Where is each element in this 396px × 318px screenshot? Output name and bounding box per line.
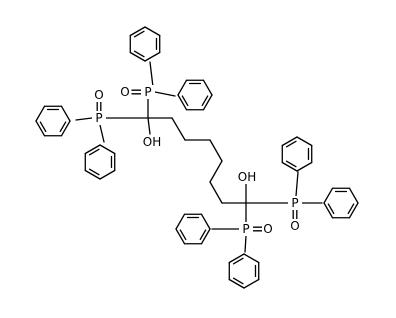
ring-bond xyxy=(243,278,260,289)
ring-double-bond xyxy=(88,168,100,176)
ring-double-bond xyxy=(179,229,187,241)
ring-bond xyxy=(281,161,298,172)
label-backdrop xyxy=(239,222,253,236)
ring-bond xyxy=(200,213,211,230)
ring-double-bond xyxy=(347,203,355,215)
label-backdrop xyxy=(262,222,274,236)
phosphorus-phenyl-bond xyxy=(244,235,247,253)
hydroxyl-group-2: OH xyxy=(238,170,256,184)
oxygen-atom-4: O xyxy=(263,222,272,236)
ring-bond xyxy=(175,228,186,245)
phenyl-ring xyxy=(323,187,359,219)
ring-bond xyxy=(177,79,188,96)
ring-double-bond xyxy=(232,257,244,265)
ring-bond xyxy=(144,51,161,62)
phosphorus-atom-4: P xyxy=(242,222,249,236)
phosphorus-phenyl-bond xyxy=(149,61,154,88)
label-backdrop xyxy=(288,196,302,210)
ring-double-bond xyxy=(88,148,100,156)
ring-double-bond xyxy=(181,95,189,107)
phenyl-ring xyxy=(177,79,213,111)
ring-bond xyxy=(35,105,46,122)
atom-label-layer: P O P O OH OH P O P O xyxy=(92,85,302,236)
ring-bond xyxy=(228,253,245,264)
ring-bond xyxy=(323,187,334,204)
ring-bond xyxy=(296,161,313,172)
ring-bond xyxy=(177,94,188,111)
label-backdrop xyxy=(93,88,105,102)
ring-double-bond xyxy=(327,203,335,215)
carbon-hydroxyl-bond xyxy=(147,117,151,135)
ring-bond xyxy=(228,278,245,289)
ring-double-bond xyxy=(59,121,67,133)
ring-bond xyxy=(129,51,146,62)
ring-double-bond xyxy=(39,121,47,133)
ring-double-bond xyxy=(201,95,209,107)
ring-bond xyxy=(323,202,334,219)
ring-double-bond xyxy=(285,140,297,148)
ring-bond xyxy=(99,144,116,155)
chain-bond xyxy=(171,117,186,141)
ring-bond xyxy=(202,79,213,96)
ring-bond xyxy=(243,253,260,264)
ring-bond xyxy=(60,120,71,137)
ring-bond xyxy=(60,105,71,122)
oxygen-atom-1: O xyxy=(120,85,129,99)
ring-double-bond xyxy=(232,277,244,285)
ring-bond xyxy=(348,187,359,204)
ring-bond xyxy=(348,202,359,219)
ring-bond xyxy=(99,169,116,180)
label-backdrop xyxy=(119,85,131,99)
phenyl-ring xyxy=(129,26,161,62)
ring-double-bond xyxy=(133,50,145,58)
phosphorus-phenyl-bond xyxy=(295,171,299,197)
phosphorus-phenyl-bond xyxy=(75,117,93,121)
phosphorus-phenyl-bond xyxy=(99,124,105,143)
label-backdrop xyxy=(92,111,106,125)
phenyl-ring xyxy=(84,144,116,180)
oxygen-atom-3: O xyxy=(290,219,299,233)
phosphorus-atom-1: P xyxy=(144,85,151,99)
chain-bond xyxy=(209,160,223,183)
ring-double-bond xyxy=(285,160,297,168)
ring-bond xyxy=(175,213,186,230)
label-backdrop xyxy=(238,170,256,184)
ring-bond xyxy=(200,228,211,245)
ring-bond xyxy=(129,26,146,37)
phosphorus-atom-2: P xyxy=(95,111,102,125)
chain-bond xyxy=(209,181,223,204)
label-backdrop xyxy=(289,219,301,233)
phenyl-ring xyxy=(281,136,313,172)
ring-bond xyxy=(202,94,213,111)
label-backdrop xyxy=(143,135,161,149)
phosphorus-phenyl-bond xyxy=(154,91,176,97)
ring-double-bond xyxy=(199,229,207,241)
ring-bond xyxy=(84,144,101,155)
ring-bond xyxy=(281,136,298,147)
phosphorus-atom-3: P xyxy=(291,196,298,210)
label-backdrop xyxy=(141,85,155,99)
phenyl-ring xyxy=(228,253,260,289)
hydroxyl-group-1: OH xyxy=(143,135,161,149)
oxygen-atom-2: O xyxy=(94,88,103,102)
phenyl-ring xyxy=(175,213,211,245)
ring-bond xyxy=(296,136,313,147)
ring-bond xyxy=(84,169,101,180)
ring-double-bond xyxy=(133,30,145,38)
ring-bond xyxy=(144,26,161,37)
chain-bond xyxy=(209,139,223,162)
bond-layer xyxy=(35,26,359,289)
ring-bond xyxy=(35,120,46,137)
phenyl-ring xyxy=(35,105,71,137)
